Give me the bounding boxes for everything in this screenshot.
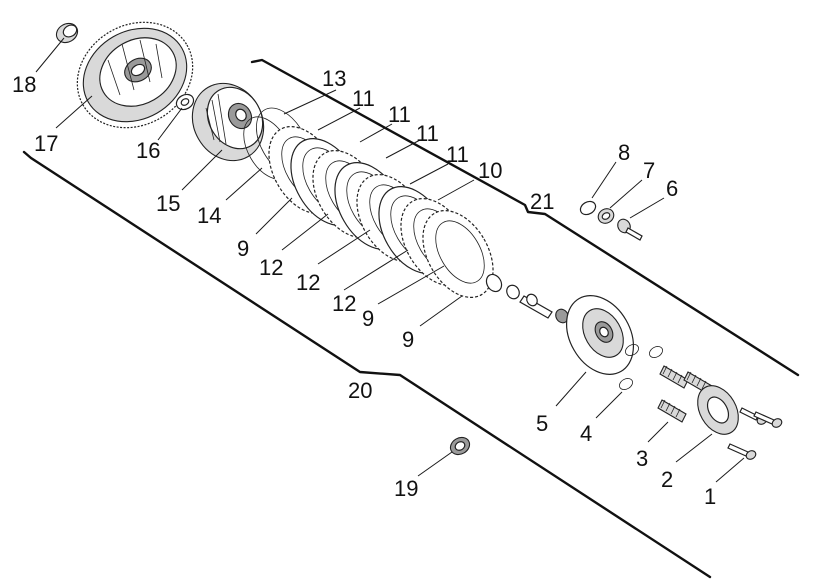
- callout-4: 4: [580, 421, 592, 446]
- callout-19: 19: [394, 476, 418, 501]
- callout-11-fourth: 11: [446, 142, 469, 167]
- callout-11-second: 11: [388, 102, 411, 127]
- part-6-bolt: [617, 218, 643, 241]
- callout-14: 14: [197, 203, 221, 228]
- part-16-washer: [175, 93, 195, 111]
- part-1-bolts: [727, 407, 783, 460]
- part-2-retainer-plate: [697, 385, 739, 435]
- part-5-pressure-plate: [565, 295, 635, 375]
- bracket-group-20: [22, 150, 712, 579]
- leader-lines: [35, 37, 745, 483]
- part-18-bushing: [55, 22, 79, 44]
- callout-12-second: 12: [296, 270, 320, 295]
- callout-10: 10: [478, 158, 502, 183]
- callout-5: 5: [536, 411, 548, 436]
- callout-9-third: 9: [402, 327, 414, 352]
- part-7-bearing: [597, 208, 615, 224]
- part-15-inner-hub: [191, 82, 265, 162]
- callout-15: 15: [156, 191, 180, 216]
- callout-21: 21: [530, 189, 554, 214]
- part-19-seal: [449, 436, 471, 456]
- callout-6: 6: [666, 176, 678, 201]
- callout-7: 7: [643, 158, 655, 183]
- callout-16: 16: [136, 138, 160, 163]
- callout-3: 3: [636, 446, 648, 471]
- callout-9-first: 9: [237, 236, 249, 261]
- callout-8: 8: [618, 140, 630, 165]
- part-8-washer: [579, 200, 597, 216]
- callout-18: 18: [12, 72, 36, 97]
- callout-1: 1: [704, 484, 716, 509]
- part-17-clutch-housing: [76, 21, 194, 129]
- callout-12-third: 12: [332, 291, 356, 316]
- callout-11-third: 11: [416, 121, 439, 146]
- part-4-o-rings: [619, 344, 663, 390]
- friction-plate-5: [422, 210, 494, 298]
- callout-12-first: 12: [259, 255, 283, 280]
- callout-20: 20: [348, 378, 372, 403]
- bracket-group-21: [250, 58, 800, 377]
- pushrod-washers: [485, 273, 569, 324]
- callout-2: 2: [661, 467, 673, 492]
- callout-13: 13: [322, 66, 346, 91]
- callout-17: 17: [34, 131, 58, 156]
- callout-11-first: 11: [352, 86, 375, 111]
- callout-9-second: 9: [362, 306, 374, 331]
